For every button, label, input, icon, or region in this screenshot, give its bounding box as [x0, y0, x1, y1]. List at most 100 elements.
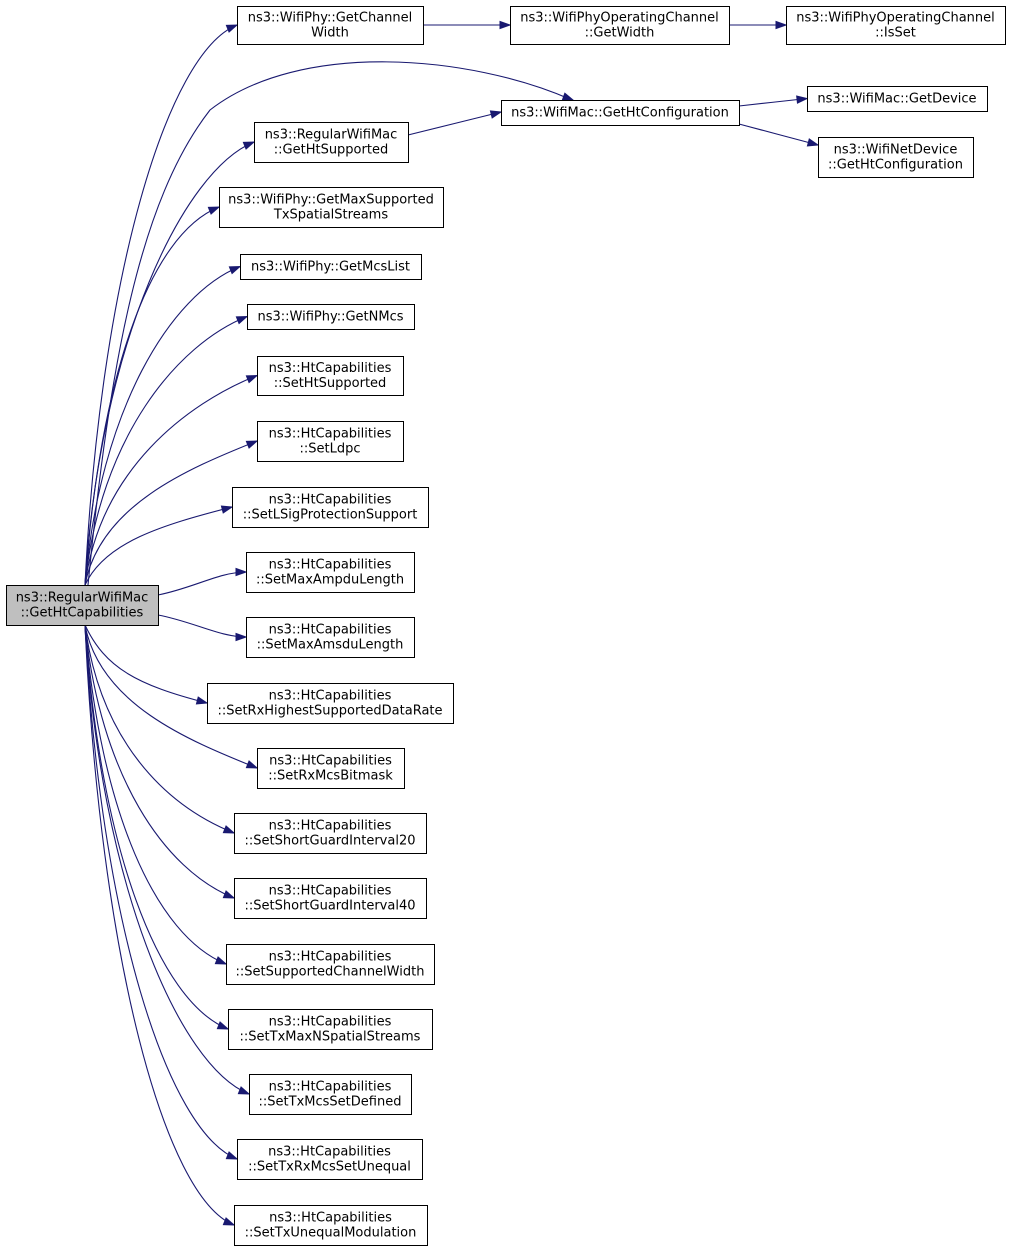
node-label: ns3::HtCapabilities [269, 689, 392, 704]
node-layer: ns3::RegularWifiMac::GetHtCapabilitiesns… [6, 6, 1006, 1246]
function-node[interactable]: ns3::HtCapabilities::SetHtSupported [257, 356, 404, 396]
node-label: ns3::WifiPhy::GetChannel [248, 11, 413, 26]
edge-arrow [222, 890, 236, 899]
node-label: ::SetTxMcsSetDefined [259, 1095, 402, 1110]
function-node[interactable]: ns3::HtCapabilities::SetTxRxMcsSetUnequa… [237, 1139, 423, 1180]
edge-arrow [207, 206, 221, 215]
edge-arrow [561, 92, 575, 101]
function-node[interactable]: ns3::HtCapabilities::SetSupportedChannel… [226, 944, 435, 985]
edge [84, 206, 220, 586]
node-label: ::SetLSigProtectionSupport [243, 508, 418, 523]
node-label: ::SetRxHighestSupportedDataRate [217, 704, 442, 719]
node-box [237, 6, 424, 45]
edge [84, 624, 208, 704]
node-label: ns3::WifiPhy::GetNMcs [257, 310, 403, 325]
node-label: ::SetTxUnequalModulation [245, 1226, 417, 1241]
edge [84, 624, 235, 1226]
function-node[interactable]: ns3::WifiPhyOperatingChannel::GetWidth [510, 6, 730, 45]
function-node[interactable]: ns3::WifiMac::GetHtConfiguration [501, 100, 740, 126]
function-node[interactable]: ns3::HtCapabilities::SetShortGuardInterv… [234, 878, 427, 919]
edge [84, 624, 235, 899]
edge-arrow [235, 315, 249, 325]
edge [407, 111, 502, 136]
edge [84, 315, 248, 586]
node-label: TxSpatialStreams [273, 208, 388, 223]
node-label: ::GetHtSupported [274, 143, 388, 158]
edge-arrow [214, 956, 228, 965]
node-label: ns3::HtCapabilities [269, 884, 392, 899]
node-box [257, 748, 405, 789]
edge-layer [84, 20, 820, 1226]
node-label: ::SetTxMaxNSpatialStreams [240, 1030, 421, 1045]
node-label: ::SetHtSupported [274, 376, 387, 391]
function-node[interactable]: ns3::HtCapabilities::SetRxHighestSupport… [207, 683, 454, 724]
edge-arrow [216, 1021, 230, 1030]
edge [157, 614, 247, 638]
node-box [219, 187, 444, 228]
function-node[interactable]: ns3::WifiNetDevice::GetHtConfiguration [818, 137, 974, 178]
edge [84, 624, 229, 1030]
edge [84, 440, 258, 586]
edge [84, 374, 258, 586]
node-label: ns3::RegularWifiMac [16, 591, 149, 606]
node-label: ns3::HtCapabilities [269, 361, 392, 376]
function-node[interactable]: ns3::HtCapabilities::SetMaxAmpduLength [246, 552, 415, 593]
edge-arrow [245, 440, 259, 449]
edge [84, 624, 227, 965]
edge-arrow [796, 95, 809, 104]
node-label: ::SetMaxAmsduLength [257, 638, 404, 653]
function-node[interactable]: ns3::HtCapabilities::SetMaxAmsduLength [246, 617, 415, 658]
function-node[interactable]: ns3::HtCapabilities::SetLdpc [257, 421, 404, 462]
node-label: ::GetWidth [585, 26, 655, 41]
function-node[interactable]: ns3::HtCapabilities::SetTxMaxNSpatialStr… [228, 1009, 433, 1050]
function-node[interactable]: ns3::WifiMac::GetDevice [807, 86, 988, 112]
node-box [257, 356, 404, 396]
edge-arrow [235, 632, 248, 642]
node-label: ::SetRxMcsBitmask [268, 769, 393, 784]
function-node[interactable]: ns3::WifiPhy::GetMcsList [240, 254, 422, 280]
node-label: ns3::WifiPhy::GetMcsList [251, 260, 410, 275]
edge [84, 624, 250, 1095]
edge-arrow [228, 265, 242, 275]
function-node[interactable]: ns3::HtCapabilities::SetTxMcsSetDefined [249, 1074, 412, 1115]
node-box [254, 122, 409, 163]
edge-arrow [195, 696, 209, 705]
node-label: ::GetHtConfiguration [828, 158, 963, 173]
edge-arrow [235, 567, 248, 577]
edge [738, 123, 819, 146]
node-label: ns3::WifiMac::GetHtConfiguration [511, 106, 729, 121]
node-box [818, 137, 974, 178]
node-box [232, 487, 429, 528]
node-box [226, 944, 435, 985]
node-box [237, 1139, 423, 1180]
node-box [240, 254, 422, 280]
edge-arrow [245, 374, 259, 384]
edge [84, 624, 258, 769]
node-label: ::SetLdpc [299, 442, 360, 457]
edge-arrow [222, 1217, 236, 1226]
node-label: ns3::WifiPhy::GetMaxSupported [228, 193, 434, 208]
node-label: ::GetHtCapabilities [21, 606, 144, 621]
function-node[interactable]: ns3::RegularWifiMac::GetHtSupported [254, 122, 409, 163]
node-label: ::IsSet [875, 26, 916, 41]
function-node[interactable]: ns3::WifiPhyOperatingChannel::IsSet [786, 6, 1006, 45]
edge [84, 624, 235, 834]
node-label: ns3::HtCapabilities [269, 493, 392, 508]
function-node[interactable]: ns3::HtCapabilities::SetShortGuardInterv… [234, 813, 427, 854]
function-node[interactable]: ns3::HtCapabilities::SetLSigProtectionSu… [232, 487, 429, 528]
edge-arrow [775, 20, 788, 30]
edge-arrow [225, 1151, 239, 1160]
edge-arrow [806, 138, 820, 147]
edge-arrow [220, 505, 234, 514]
node-label: ns3::WifiPhyOperatingChannel [520, 11, 719, 26]
function-node[interactable]: ns3::HtCapabilities::SetRxMcsBitmask [257, 748, 405, 789]
function-node[interactable]: ns3::WifiPhy::GetMaxSupportedTxSpatialSt… [219, 187, 444, 228]
node-label: ns3::HtCapabilities [269, 558, 392, 573]
function-node[interactable]: ns3::WifiPhy::GetNMcs [247, 304, 415, 330]
function-node[interactable]: ns3::HtCapabilities::SetTxUnequalModulat… [234, 1205, 428, 1246]
node-box [807, 86, 988, 112]
node-box [246, 552, 415, 593]
node-box [207, 683, 454, 724]
node-box [234, 1205, 428, 1246]
